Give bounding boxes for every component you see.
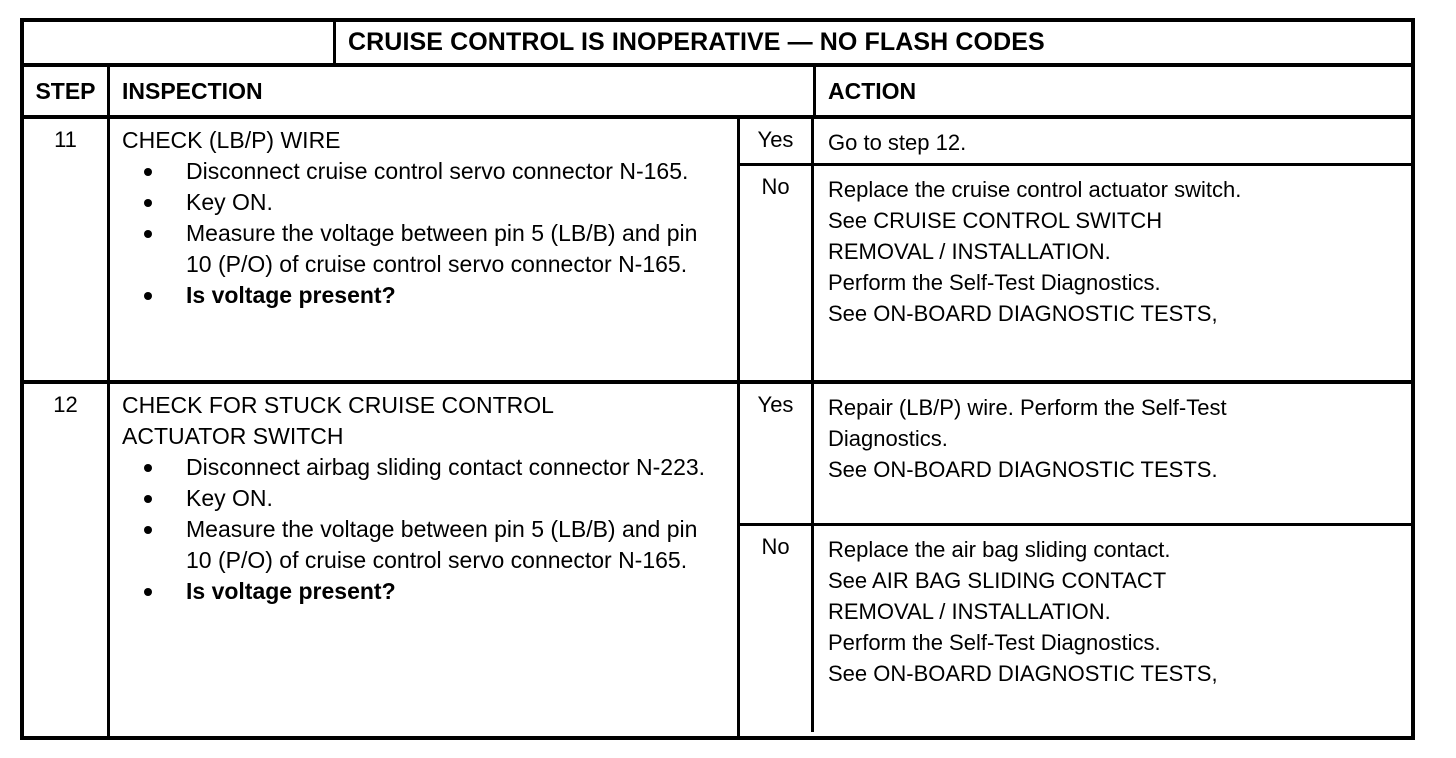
table-row: 12 CHECK FOR STUCK CRUISE CONTROL ACTUAT… (24, 384, 1411, 736)
answer-label-no: No (740, 526, 814, 732)
bullet-text: Disconnect cruise control servo connecto… (186, 158, 689, 184)
bullet-text: Measure the voltage between pin 5 (LB/B)… (186, 220, 698, 277)
table-header-row: STEP INSPECTION ACTION (24, 67, 1411, 119)
inspection-cell: CHECK FOR STUCK CRUISE CONTROL ACTUATOR … (110, 384, 740, 736)
bullet-text: Is voltage present? (186, 282, 396, 308)
bullet-dot-icon (144, 168, 152, 176)
list-item: Key ON. (122, 187, 729, 218)
step-number: 11 (24, 119, 110, 380)
action-sub-row-yes: Yes Repair (LB/P) wire. Perform the Self… (740, 384, 1411, 526)
inspection-bullet-list: Disconnect cruise control servo connecto… (122, 156, 729, 311)
bullet-text: Key ON. (186, 189, 273, 215)
bullet-text: Measure the voltage between pin 5 (LB/B)… (186, 516, 698, 573)
action-cell: Yes Repair (LB/P) wire. Perform the Self… (740, 384, 1411, 736)
action-text: Repair (LB/P) wire. Perform the Self-Tes… (828, 395, 1227, 482)
column-header-action: ACTION (828, 77, 917, 104)
list-item: Is voltage present? (122, 280, 729, 311)
table-title-row: CRUISE CONTROL IS INOPERATIVE — NO FLASH… (24, 22, 1411, 67)
answer-label-yes: Yes (740, 384, 814, 523)
list-item: Disconnect cruise control servo connecto… (122, 156, 729, 187)
inspection-title: CHECK (LB/P) WIRE (122, 127, 341, 153)
column-header-step: STEP (24, 67, 110, 115)
bullet-text: Disconnect airbag sliding contact connec… (186, 454, 706, 480)
inspection-cell: CHECK (LB/P) WIRE Disconnect cruise cont… (110, 119, 740, 380)
action-sub-row-no: No Replace the air bag sliding contact. … (740, 526, 1411, 732)
list-item: Measure the voltage between pin 5 (LB/B)… (122, 514, 729, 576)
action-text: Go to step 12. (828, 130, 967, 155)
action-cell: Yes Go to step 12. No Replace the cruise… (740, 119, 1411, 380)
action-sub-row-yes: Yes Go to step 12. (740, 119, 1411, 166)
answer-label-no: No (740, 166, 814, 380)
step-number: 12 (24, 384, 110, 736)
diagnostic-table: CRUISE CONTROL IS INOPERATIVE — NO FLASH… (20, 18, 1415, 740)
answer-label-yes: Yes (740, 119, 814, 163)
inspection-bullet-list: Disconnect airbag sliding contact connec… (122, 452, 729, 607)
table-title: CRUISE CONTROL IS INOPERATIVE — NO FLASH… (348, 28, 1045, 56)
action-sub-row-no: No Replace the cruise control actuator s… (740, 166, 1411, 380)
inspection-title: CHECK FOR STUCK CRUISE CONTROL ACTUATOR … (122, 392, 554, 449)
column-header-inspection: INSPECTION (110, 67, 816, 115)
bullet-dot-icon (144, 464, 152, 472)
bullet-dot-icon (144, 526, 152, 534)
list-item: Is voltage present? (122, 576, 729, 607)
title-blank-cell (24, 22, 336, 63)
action-text: Replace the air bag sliding contact. See… (828, 537, 1218, 686)
bullet-text: Key ON. (186, 485, 273, 511)
list-item: Measure the voltage between pin 5 (LB/B)… (122, 218, 729, 280)
bullet-dot-icon (144, 495, 152, 503)
list-item: Key ON. (122, 483, 729, 514)
bullet-text: Is voltage present? (186, 578, 396, 604)
bullet-dot-icon (144, 588, 152, 596)
bullet-dot-icon (144, 199, 152, 207)
list-item: Disconnect airbag sliding contact connec… (122, 452, 729, 483)
table-row: 11 CHECK (LB/P) WIRE Disconnect cruise c… (24, 119, 1411, 384)
bullet-dot-icon (144, 230, 152, 238)
bullet-dot-icon (144, 292, 152, 300)
action-text: Replace the cruise control actuator swit… (828, 177, 1242, 326)
